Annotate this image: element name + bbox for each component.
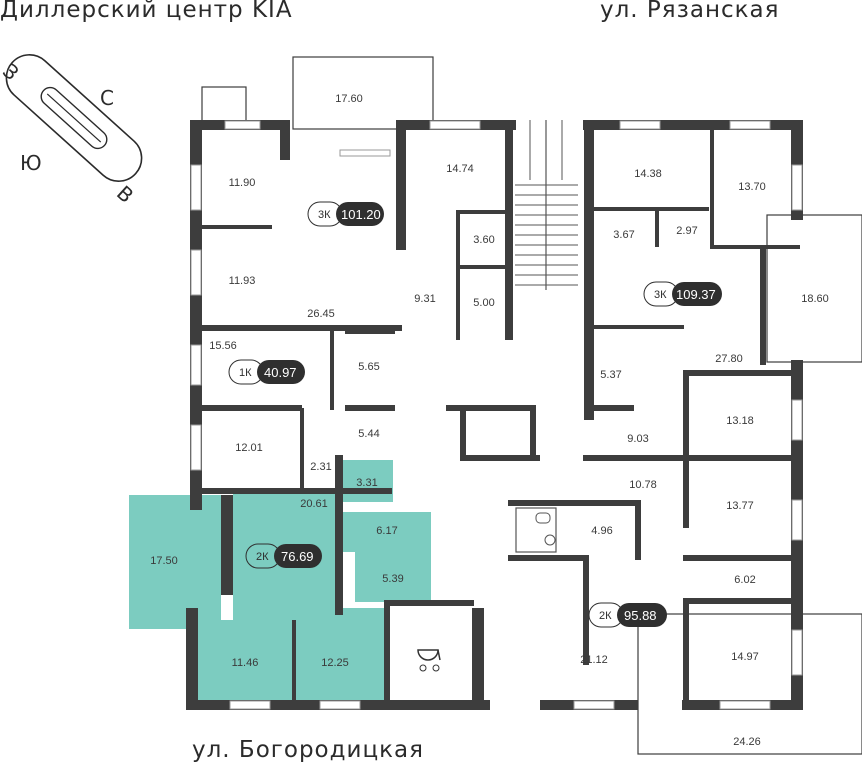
street-label-top-right: ул. Рязанская	[600, 0, 780, 23]
room-area: 20.61	[300, 498, 328, 510]
room-areas: 17.60 11.90 14.74 11.93 3.60 26.45 9.31 …	[150, 93, 829, 748]
room-area: 9.03	[627, 433, 648, 445]
room-area: 11.93	[229, 275, 256, 287]
compass-inner	[40, 86, 108, 150]
room-area: 5.37	[600, 369, 621, 381]
room-area: 10.78	[629, 479, 657, 491]
balcony-right	[766, 214, 862, 363]
compass-outline	[5, 54, 143, 182]
room-area: 24.26	[733, 736, 761, 748]
street-label-bottom: ул. Богородицкая	[192, 737, 424, 763]
apartment-area: 101.20	[341, 207, 381, 222]
apartment-type: 2К	[256, 551, 269, 563]
room-area: 18.60	[801, 293, 829, 305]
street-label-top-left: Диллерский центр KIA	[0, 0, 293, 23]
room-area: 5.39	[382, 573, 403, 585]
compass-south: Ю	[20, 151, 42, 175]
room-area: 11.46	[232, 657, 259, 669]
apartment-type: 3К	[654, 289, 667, 301]
staircase	[515, 120, 578, 290]
windows	[190, 120, 803, 710]
room-area: 13.77	[726, 500, 754, 512]
apartment-area: 76.69	[281, 549, 314, 564]
interior-walls	[202, 120, 800, 708]
balcony-top	[292, 56, 434, 130]
room-area: 14.97	[731, 651, 759, 663]
apartment-area: 40.97	[264, 365, 297, 380]
room-area: 11.90	[229, 177, 256, 189]
room-area: 21.12	[580, 654, 608, 666]
room-area: 14.38	[634, 168, 662, 180]
room-area: 26.45	[307, 308, 335, 320]
apartment-badge[interactable]: 1К 40.97	[228, 359, 305, 385]
balcony-small	[201, 86, 247, 122]
compass-west: З	[0, 59, 24, 85]
room-area: 6.02	[734, 574, 755, 586]
room-area: 14.74	[446, 163, 474, 175]
room-area: 12.25	[321, 657, 349, 669]
balcony-bottom-right	[637, 613, 862, 755]
room-area: 5.00	[473, 297, 494, 309]
apartment-badge[interactable]: 3К 109.37	[643, 281, 722, 307]
apartment-area: 95.88	[624, 608, 657, 623]
apartment-type: 3К	[318, 209, 331, 221]
room-area: 2.97	[676, 225, 697, 237]
room-area: 3.60	[473, 234, 494, 246]
room-area: 5.44	[358, 428, 379, 440]
room-area: 4.96	[591, 525, 612, 537]
room-area: 12.01	[235, 442, 263, 454]
apartment-badge[interactable]: 3К 101.20	[307, 201, 384, 227]
room-area: 3.31	[356, 477, 377, 489]
room-area: 15.56	[209, 340, 237, 352]
room-area: 17.50	[150, 555, 178, 567]
room-area: 27.80	[715, 353, 743, 365]
apartment-type: 2К	[599, 610, 612, 622]
room-area: 3.67	[613, 229, 634, 241]
room-area: 5.65	[358, 361, 379, 373]
apartment-type: 1К	[239, 367, 252, 379]
apartment-badge[interactable]: 2К 95.88	[588, 602, 667, 628]
room-area: 13.70	[738, 181, 766, 193]
room-area: 2.31	[310, 461, 331, 473]
apartment-area: 109.37	[676, 287, 716, 302]
bathroom-fixtures	[515, 507, 557, 553]
room-area: 17.60	[335, 93, 363, 105]
stroller-icon	[417, 649, 441, 672]
room-area: 13.18	[726, 415, 754, 427]
room-area: 6.17	[376, 525, 397, 537]
compass-east: В	[112, 181, 138, 208]
room-area: 9.31	[414, 293, 435, 305]
apartment-badge[interactable]: 2К 76.69	[245, 543, 322, 569]
compass-north: С	[100, 86, 114, 110]
compass: С Ю В З	[0, 54, 143, 208]
